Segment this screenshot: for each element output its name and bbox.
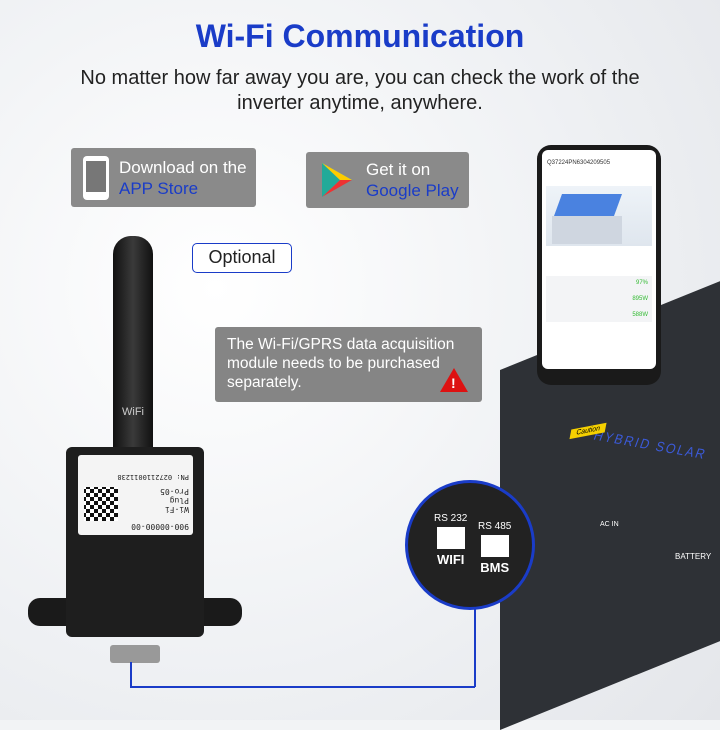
phone-icon	[83, 155, 109, 200]
db9-connector	[110, 645, 160, 663]
port-bottom: WIFI	[436, 552, 465, 567]
store-line2: APP Store	[119, 178, 199, 198]
port-top: RS 485	[478, 521, 512, 532]
inverter-brand: HYBRID SOLAR	[591, 427, 710, 463]
google-play-button[interactable]: Get it on Google Play	[306, 152, 469, 208]
phone-mockup: Q37224PN6304209505 97% 895W 588W	[537, 145, 661, 385]
stat-value: 895W	[632, 296, 648, 302]
play-icon	[322, 163, 352, 197]
store-line1: Download on the	[119, 157, 247, 177]
module-pn: PN: 0272110011238	[117, 473, 189, 481]
house-illustration	[546, 186, 652, 246]
stat-value: 97%	[635, 280, 648, 286]
warning-icon: !	[440, 368, 468, 392]
store-line2: Google Play	[366, 181, 459, 200]
cable-line	[130, 686, 475, 688]
antenna-label: WiFi	[122, 406, 144, 418]
module-label: 900-00000-00 Wi-Fi Plug Pro-05 PN: 02721…	[78, 455, 193, 535]
antenna: WiFi	[113, 236, 153, 451]
stats-list: 97% 895W 588W	[546, 276, 652, 322]
cable-line	[474, 600, 476, 687]
qr-code	[84, 487, 118, 521]
device-id: Q37224PN6304209505	[547, 160, 611, 166]
note-box: The Wi-Fi/GPRS data acquisition module n…	[215, 327, 482, 402]
store-line1: Get it on	[366, 160, 431, 179]
ac-in-label: AC IN	[600, 520, 619, 528]
module-code: 900-00000-00	[131, 522, 189, 531]
battery-label: BATTERY	[675, 551, 712, 561]
page-title: Wi-Fi Communication	[195, 18, 525, 54]
optional-label: Optional	[192, 243, 292, 273]
port-bottom: BMS	[480, 560, 510, 575]
note-text: The Wi-Fi/GPRS data acquisition module n…	[227, 336, 455, 391]
subtitle: No matter how far away you are, you can …	[80, 67, 640, 114]
cable-line	[130, 662, 132, 687]
stat-value: 588W	[632, 312, 648, 318]
port-top: RS 232	[434, 513, 468, 524]
